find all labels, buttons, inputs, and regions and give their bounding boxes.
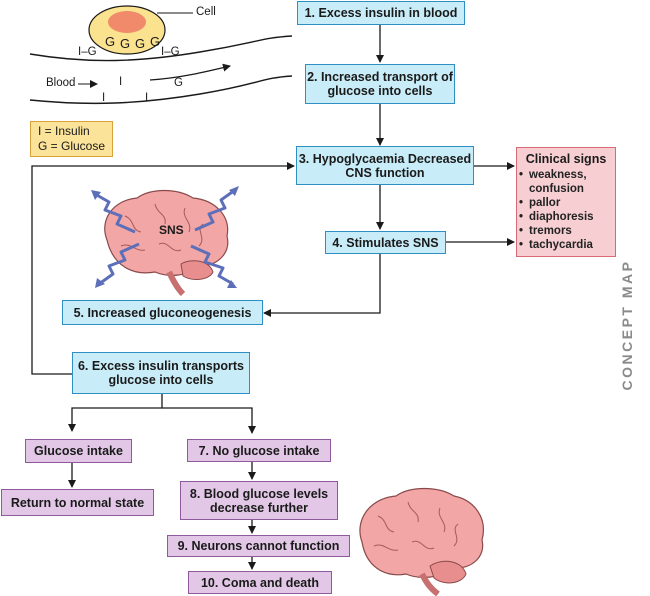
arrow-6-to-7 [162, 407, 256, 434]
sns-arrow-3 [98, 242, 140, 286]
brain-sns-illustration [91, 186, 239, 297]
step-2-box: 2. Increased transport of glucose into c… [305, 64, 455, 104]
step-8-box: 8. Blood glucose levels decrease further [180, 481, 338, 520]
blood-insulin-1: I [119, 76, 123, 88]
blood-insulin-3: I [145, 92, 149, 104]
legend-insulin: I = Insulin [38, 124, 90, 138]
blood-vessel-upper-wall [29, 35, 293, 62]
cell-blood-illustration [29, 5, 293, 105]
step-7-box: 7. No glucose intake [187, 439, 331, 462]
glucose-intake-box: Glucose intake [25, 439, 132, 463]
sns-arrow-4 [190, 244, 234, 286]
cell-glucose-3: G [135, 36, 146, 51]
brain-cerebellum [180, 260, 214, 280]
clinical-signs-list: weakness, confusion pallor diaphoresis t… [517, 168, 615, 252]
brain-illustration-bottom [359, 487, 484, 596]
clinical-signs-title: Clinical signs [525, 152, 607, 166]
concept-map-text: CONCEPT MAP [619, 259, 635, 391]
arrow-6-to-3 [31, 162, 295, 375]
blood-label: Blood [46, 77, 76, 89]
arrow-6-split [68, 394, 163, 432]
cell-label: Cell [196, 6, 216, 18]
step-5-box: 5. Increased gluconeogenesis [62, 300, 263, 325]
clinical-sign-item: weakness, confusion [517, 168, 615, 196]
cell-glucose-4: G [150, 34, 161, 49]
step-6-box: 6. Excess insulin transports glucose int… [72, 352, 250, 394]
insulin-glucose-label-left: I–G [78, 46, 97, 58]
sns-arrow-2 [194, 188, 236, 232]
step-4-box: 4. Stimulates SNS [325, 231, 446, 254]
clinical-sign-item: diaphoresis [517, 210, 615, 224]
legend-glucose: G = Glucose [38, 139, 106, 153]
clinical-signs-box: Clinical signs weakness, confusion pallo… [516, 147, 616, 257]
blood-glucose: G [174, 77, 183, 89]
clinical-sign-item: pallor [517, 196, 615, 210]
legend-box: I = Insulin G = Glucose [30, 121, 113, 157]
step-10-box: 10. Coma and death [188, 571, 332, 594]
brain-shape [104, 189, 229, 276]
insulin-glucose-label-right: I–G [161, 46, 180, 58]
clinical-sign-item: tremors [517, 224, 615, 238]
blood-vessel-lower-wall [29, 75, 293, 105]
sns-arrow-1 [94, 192, 136, 234]
cell-nucleus [108, 11, 146, 33]
step-9-box: 9. Neurons cannot function [167, 535, 350, 557]
cell-glucose-2: G [120, 36, 131, 51]
blood-insulin-2: I [102, 92, 106, 104]
brain-stem [166, 270, 186, 297]
concept-map-side-label: CONCEPT MAP [612, 250, 642, 400]
clinical-sign-item: tachycardia [517, 238, 615, 252]
step-1-box: 1. Excess insulin in blood [297, 1, 465, 25]
arrow-4-to-5 [263, 254, 381, 317]
cell-glucose-1: G [105, 34, 116, 49]
brain-sns-label: SNS [159, 223, 184, 237]
return-normal-box: Return to normal state [1, 489, 154, 516]
blood-flow-arrow [149, 63, 231, 81]
step-3-box: 3. Hypoglycaemia Decreased CNS function [296, 146, 474, 185]
